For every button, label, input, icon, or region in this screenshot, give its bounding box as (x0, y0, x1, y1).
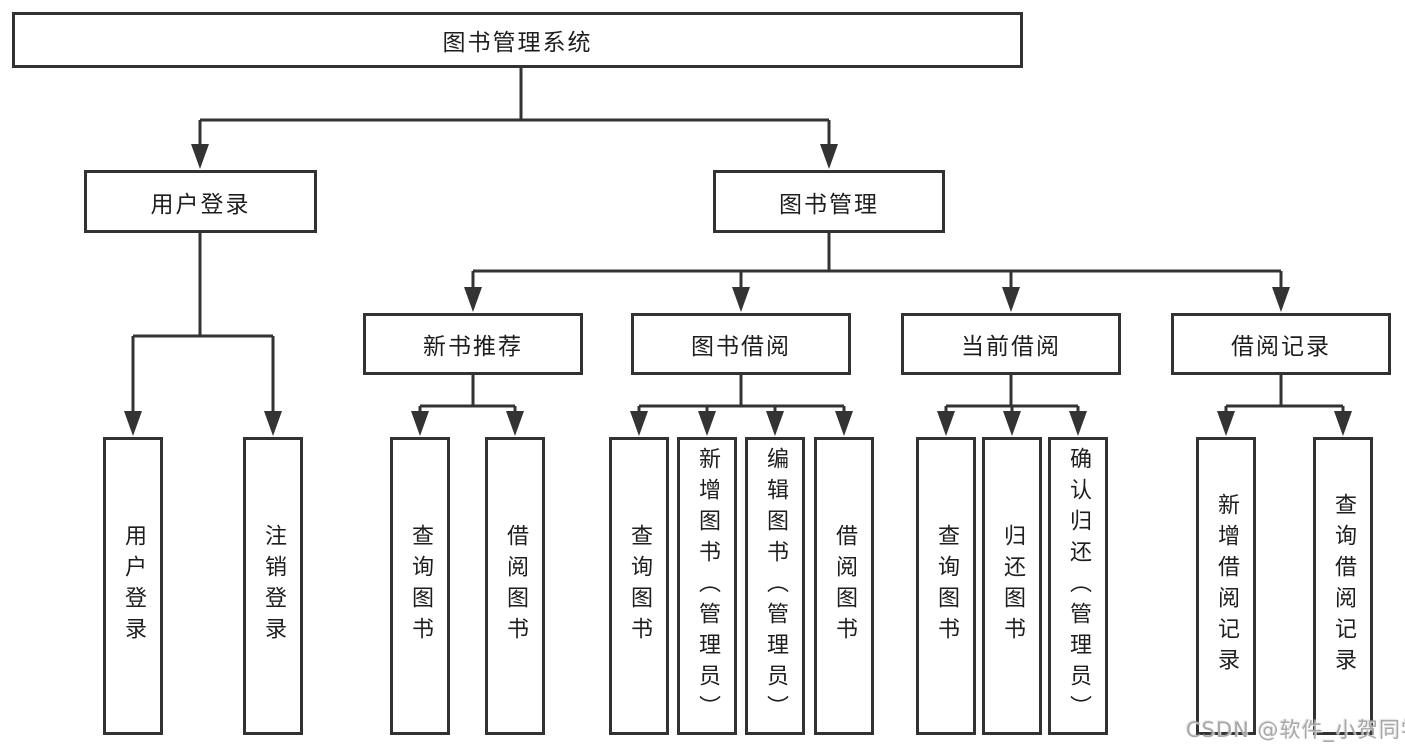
leaf-user-login: 用户登录 (103, 437, 163, 735)
leaf-return-books: 归还图书 (982, 437, 1042, 735)
leaf-label: 借阅图书 (832, 524, 857, 648)
node-label: 新书推荐 (423, 334, 523, 360)
arrowheads (124, 144, 1352, 436)
leaf-query-borrow-record: 查询借阅记录 (1313, 437, 1373, 735)
node-book-borrowing: 图书借阅 (631, 313, 851, 375)
node-user-login: 用户登录 (84, 170, 317, 233)
leaf-label: 查询图书 (934, 524, 959, 648)
leaf-borrow-books-borrowing: 借阅图书 (814, 437, 874, 735)
leaf-label: 注销登录 (261, 524, 286, 648)
leaf-label: 查询借阅记录 (1331, 493, 1356, 679)
leaf-label: 确认归还（管理员） (1066, 446, 1091, 726)
node-current-borrowing: 当前借阅 (901, 313, 1121, 375)
leaf-add-books-admin: 新增图书（管理员） (677, 437, 737, 735)
leaf-label: 编辑图书（管理员） (763, 446, 788, 726)
node-library-management-system: 图书管理系统 (12, 12, 1023, 68)
leaf-label: 新增借阅记录 (1214, 493, 1239, 679)
leaf-label: 查询图书 (627, 524, 652, 648)
leaf-query-books-current: 查询图书 (916, 437, 976, 735)
leaf-label: 新增图书（管理员） (695, 446, 720, 726)
leaf-borrow-books-recommend: 借阅图书 (485, 437, 545, 735)
node-label: 借阅记录 (1231, 334, 1331, 360)
node-borrowing-records: 借阅记录 (1171, 313, 1391, 375)
leaf-label: 查询图书 (408, 524, 433, 648)
node-label: 图书管理 (779, 191, 879, 218)
node-label: 图书借阅 (691, 334, 791, 360)
node-label: 用户登录 (150, 191, 251, 218)
leaf-add-borrow-record: 新增借阅记录 (1196, 437, 1256, 735)
leaf-label: 归还图书 (1000, 524, 1025, 648)
leaf-logout: 注销登录 (243, 437, 303, 735)
node-label: 图书管理系统 (442, 30, 593, 56)
node-new-book-recommend: 新书推荐 (363, 313, 583, 375)
node-label: 当前借阅 (961, 334, 1061, 360)
leaf-label: 用户登录 (121, 524, 146, 648)
leaf-label: 借阅图书 (503, 524, 528, 648)
node-book-management: 图书管理 (713, 170, 945, 233)
leaf-confirm-return-admin: 确认归还（管理员） (1048, 437, 1108, 735)
leaf-edit-books-admin: 编辑图书（管理员） (745, 437, 805, 735)
leaf-query-books-recommend: 查询图书 (390, 437, 450, 735)
csdn-watermark: CSDN @软件_小贺同学 (1186, 718, 1405, 742)
leaf-query-books-borrowing: 查询图书 (609, 437, 669, 735)
